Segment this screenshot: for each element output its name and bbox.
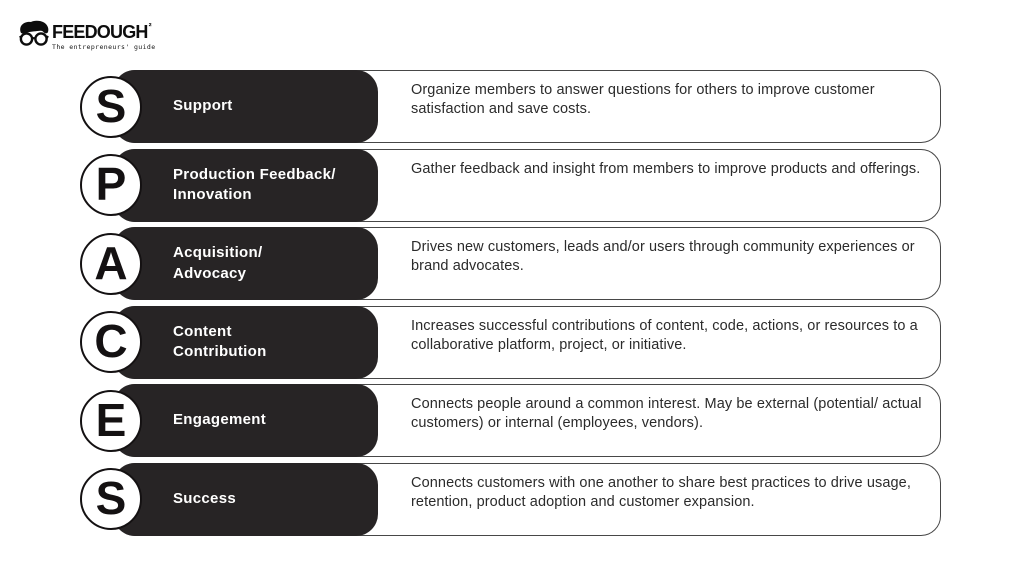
row-description: Connects people around a common interest… [411, 396, 922, 431]
row-label: Content Contribution [173, 322, 267, 360]
row-label: Support [173, 97, 233, 115]
letter-circle: S [80, 75, 142, 138]
row-acquisition-advocacy: Drives new customers, leads and/or users… [80, 227, 941, 300]
logo-tagline: The entrepreneurs' guide [52, 43, 156, 51]
row-success: Connects customers with one another to s… [80, 462, 941, 536]
logo-brand-text: FEEDOUGH [52, 22, 148, 42]
row-letter: P [95, 158, 127, 210]
letter-circle: A [80, 232, 142, 295]
letter-circle: E [80, 389, 142, 452]
row-description: Organize members to answer questions for… [411, 82, 875, 117]
row-letter: A [94, 236, 128, 289]
row-description: Drives new customers, leads and/or users… [411, 239, 915, 274]
row-letter: S [95, 79, 127, 132]
row-label: Success [173, 489, 236, 507]
letter-circle: C [80, 311, 142, 373]
spaces-rows: Organize members to answer questions for… [80, 70, 941, 541]
logo-superscript: ² [148, 21, 152, 31]
row-letter: S [95, 472, 127, 524]
row-label: Acquisition/ Advocacy [173, 244, 263, 282]
row-description: Gather feedback and insight from members… [411, 160, 921, 177]
row-production-feedback: Gather feedback and insight from members… [80, 148, 941, 222]
row-engagement: Connects people around a common interest… [80, 384, 941, 457]
row-letter: E [95, 393, 127, 446]
letter-circle: P [80, 154, 142, 216]
row-description: Connects customers with one another to s… [411, 474, 911, 510]
letter-circle: S [80, 468, 142, 530]
row-label: Production Feedback/ Innovation [173, 165, 336, 203]
row-label-box: Engagement [113, 384, 378, 457]
row-label: Engagement [173, 411, 267, 429]
row-label-box: Support [113, 70, 378, 143]
row-label-box: Success [113, 462, 378, 536]
row-content-contribution: Increases successful contributions of co… [80, 305, 941, 379]
row-description: Increases successful contributions of co… [411, 317, 918, 353]
feedough-logo: FEEDOUGH ² The entrepreneurs' guide [18, 20, 156, 51]
row-label-box: Content Contribution [113, 305, 378, 379]
row-label-box: Acquisition/ Advocacy [113, 227, 378, 300]
row-label-box: Production Feedback/ Innovation [113, 148, 378, 222]
face-with-glasses-icon [18, 20, 50, 50]
logo-text-block: FEEDOUGH ² The entrepreneurs' guide [52, 20, 156, 52]
row-letter: C [94, 315, 128, 367]
row-support: Organize members to answer questions for… [80, 70, 941, 143]
